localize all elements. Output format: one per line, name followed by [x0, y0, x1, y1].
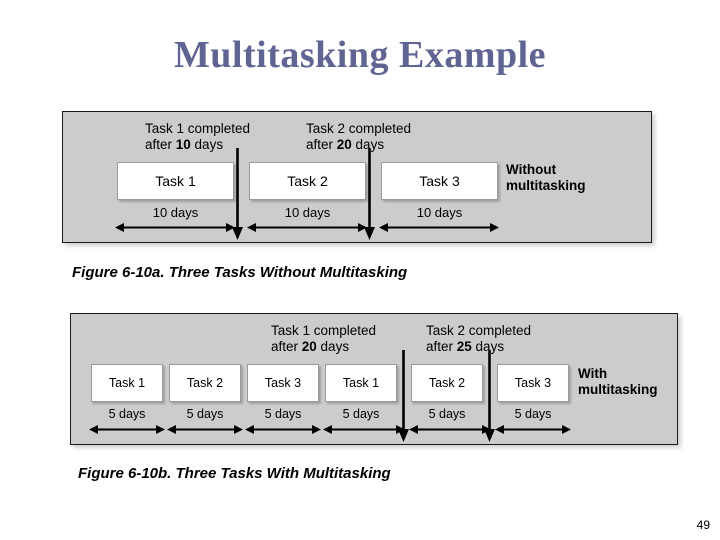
task-box[interactable]: Task 2: [249, 162, 366, 200]
measure-arrow: [167, 424, 243, 435]
callout-prefix: after: [426, 338, 457, 354]
figure-b-side-label: With multitasking: [578, 366, 658, 398]
measure-arrow: [115, 222, 235, 233]
callout-value: 20: [301, 338, 317, 354]
callout-line-1: Task 2 completed: [426, 323, 532, 338]
page-number: 49: [696, 518, 710, 532]
figure-a-callout-1: Task 1 completed after 10 days: [145, 121, 250, 152]
callout-prefix: after: [271, 338, 302, 354]
figure-b-panel: Task 1 completed after 20 days Task 2 co…: [70, 313, 678, 445]
figure-b-callout-2: Task 2 completed after 25 days: [426, 323, 531, 354]
duration-label: 5 days: [264, 407, 302, 421]
figure-b-callout-1: Task 1 completed after 20 days: [271, 323, 376, 354]
duration-label: 5 days: [428, 407, 466, 421]
callout-suffix: days: [316, 338, 350, 354]
task-box[interactable]: Task 3: [497, 364, 569, 402]
measure-arrow: [323, 424, 405, 435]
page-title: Multitasking Example: [173, 34, 547, 76]
task-box[interactable]: Task 1: [117, 162, 234, 200]
task-box[interactable]: Task 3: [247, 364, 319, 402]
figure-a-panel: Task 1 completed after 10 days Task 2 co…: [62, 111, 652, 243]
completion-arrow-task-2: [363, 148, 376, 240]
side-label-line-1: Without: [506, 162, 557, 177]
measure-arrow: [409, 424, 491, 435]
callout-prefix: after: [145, 136, 176, 152]
callout-line-2: after 10 days: [145, 137, 250, 153]
side-label-line-2: multitasking: [578, 382, 658, 397]
callout-line-2: after 20 days: [306, 137, 411, 153]
figure-a-callout-2: Task 2 completed after 20 days: [306, 121, 411, 152]
task-box[interactable]: Task 1: [91, 364, 163, 402]
callout-prefix: after: [306, 136, 337, 152]
measure-arrow: [245, 424, 321, 435]
measure-arrow: [379, 222, 499, 233]
measure-arrow: [495, 424, 571, 435]
task-box[interactable]: Task 1: [325, 364, 397, 402]
measure-arrow: [89, 424, 165, 435]
figure-b-caption: Figure 6-10b. Three Tasks With Multitask…: [78, 465, 391, 482]
duration-label: 10 days: [416, 205, 463, 220]
duration-label: 5 days: [108, 407, 146, 421]
duration-label: 5 days: [514, 407, 552, 421]
callout-line-1: Task 1 completed: [145, 121, 251, 136]
side-label-line-1: With: [578, 366, 608, 381]
measure-arrow: [247, 222, 367, 233]
task-box[interactable]: Task 2: [169, 364, 241, 402]
figure-a-side-label: Without multitasking: [506, 162, 586, 194]
completion-arrow-task-2: [483, 350, 496, 442]
completion-arrow-task-1: [397, 350, 410, 442]
task-box[interactable]: Task 2: [411, 364, 483, 402]
duration-label: 10 days: [152, 205, 199, 220]
callout-value: 10: [175, 136, 191, 152]
callout-suffix: days: [190, 136, 224, 152]
callout-suffix: days: [351, 136, 385, 152]
duration-label: 5 days: [342, 407, 380, 421]
completion-arrow-task-1: [231, 148, 244, 240]
callout-suffix: days: [471, 338, 505, 354]
callout-line-2: after 25 days: [426, 339, 531, 355]
callout-line-1: Task 2 completed: [306, 121, 412, 136]
figure-a-caption: Figure 6-10a. Three Tasks Without Multit…: [72, 264, 408, 281]
duration-label: 10 days: [284, 205, 331, 220]
side-label-line-2: multitasking: [506, 178, 586, 193]
task-box[interactable]: Task 3: [381, 162, 498, 200]
callout-value: 20: [336, 136, 352, 152]
callout-line-2: after 20 days: [271, 339, 376, 355]
callout-value: 25: [456, 338, 472, 354]
duration-label: 5 days: [186, 407, 224, 421]
callout-line-1: Task 1 completed: [271, 323, 377, 338]
